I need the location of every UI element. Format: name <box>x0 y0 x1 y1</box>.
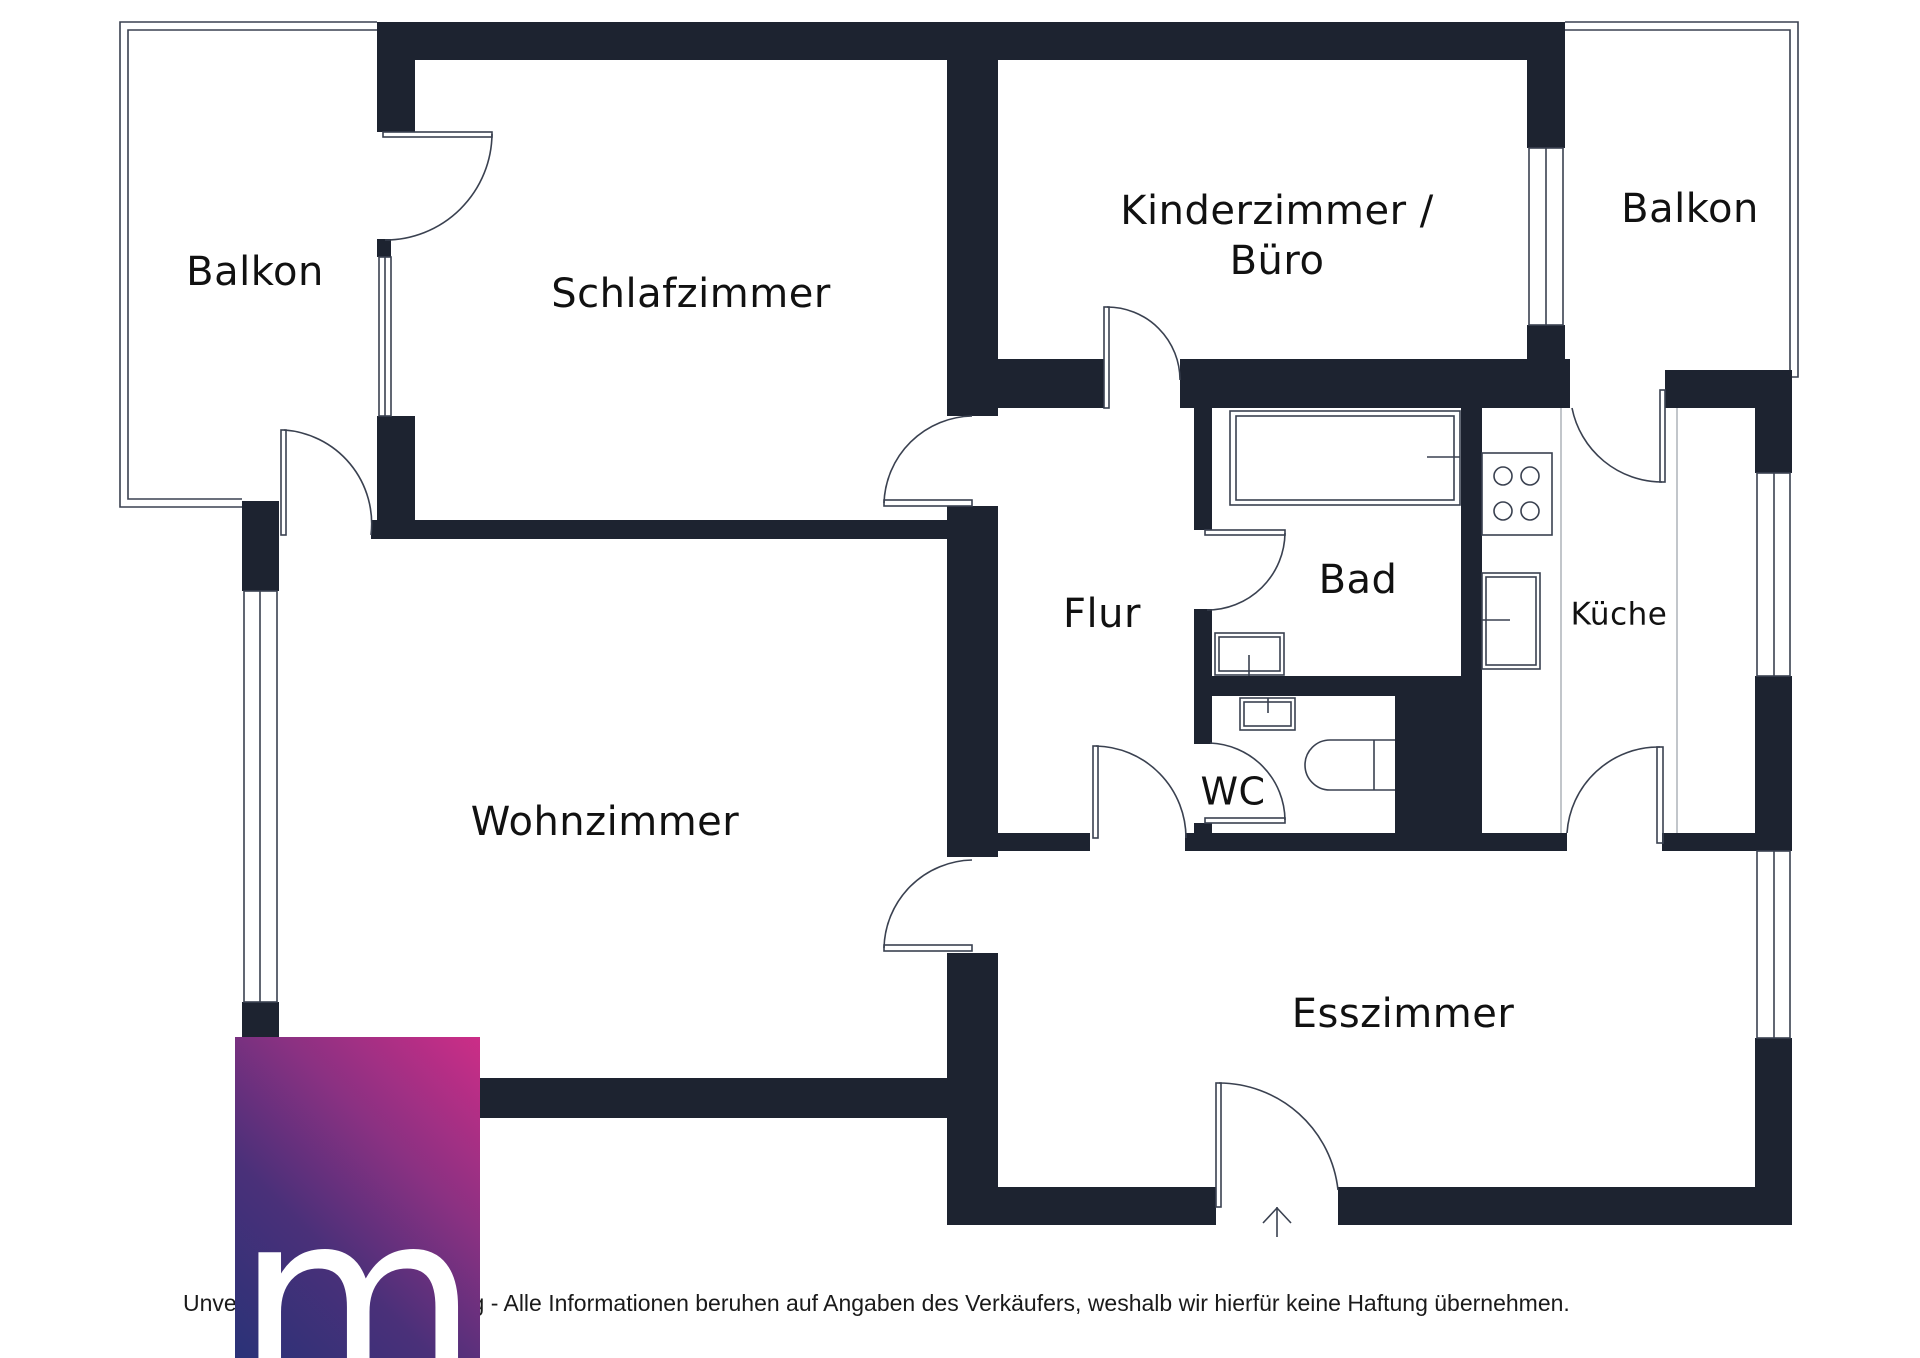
room-label-wohnzimmer: Wohnzimmer <box>470 799 740 845</box>
stove <box>1481 452 1553 536</box>
room-label-kinderzimmer-line2: Büro <box>1229 238 1325 284</box>
room-label-schlafzimmer: Schlafzimmer <box>551 271 831 317</box>
windows <box>243 147 1791 1039</box>
room-label-kueche: Küche <box>1570 596 1668 633</box>
balcony-right-railing <box>1565 21 1799 378</box>
room-label-bad: Bad <box>1318 557 1398 603</box>
room-label-esszimmer: Esszimmer <box>1291 991 1515 1037</box>
room-label-wc: WC <box>1200 769 1266 814</box>
kitchen-sink <box>1481 572 1541 670</box>
room-label-balkon-right: Balkon <box>1621 186 1759 232</box>
logo-letter: m <box>235 1157 480 1358</box>
walls <box>242 22 1792 1225</box>
room-label-kinderzimmer: Kinderzimmer / Büro <box>1120 186 1433 286</box>
arrow-up-icon <box>1262 1206 1292 1237</box>
room-label-kinderzimmer-line1: Kinderzimmer / <box>1120 188 1434 234</box>
bathtub <box>1229 410 1461 506</box>
room-label-balkon-left: Balkon <box>186 249 324 295</box>
doors <box>280 131 1666 1208</box>
balcony-left-railing <box>119 21 377 508</box>
toilet <box>1304 739 1395 791</box>
fixtures <box>1214 408 1678 833</box>
brand-logo: m <box>235 1037 480 1358</box>
room-label-flur: Flur <box>1063 591 1141 637</box>
